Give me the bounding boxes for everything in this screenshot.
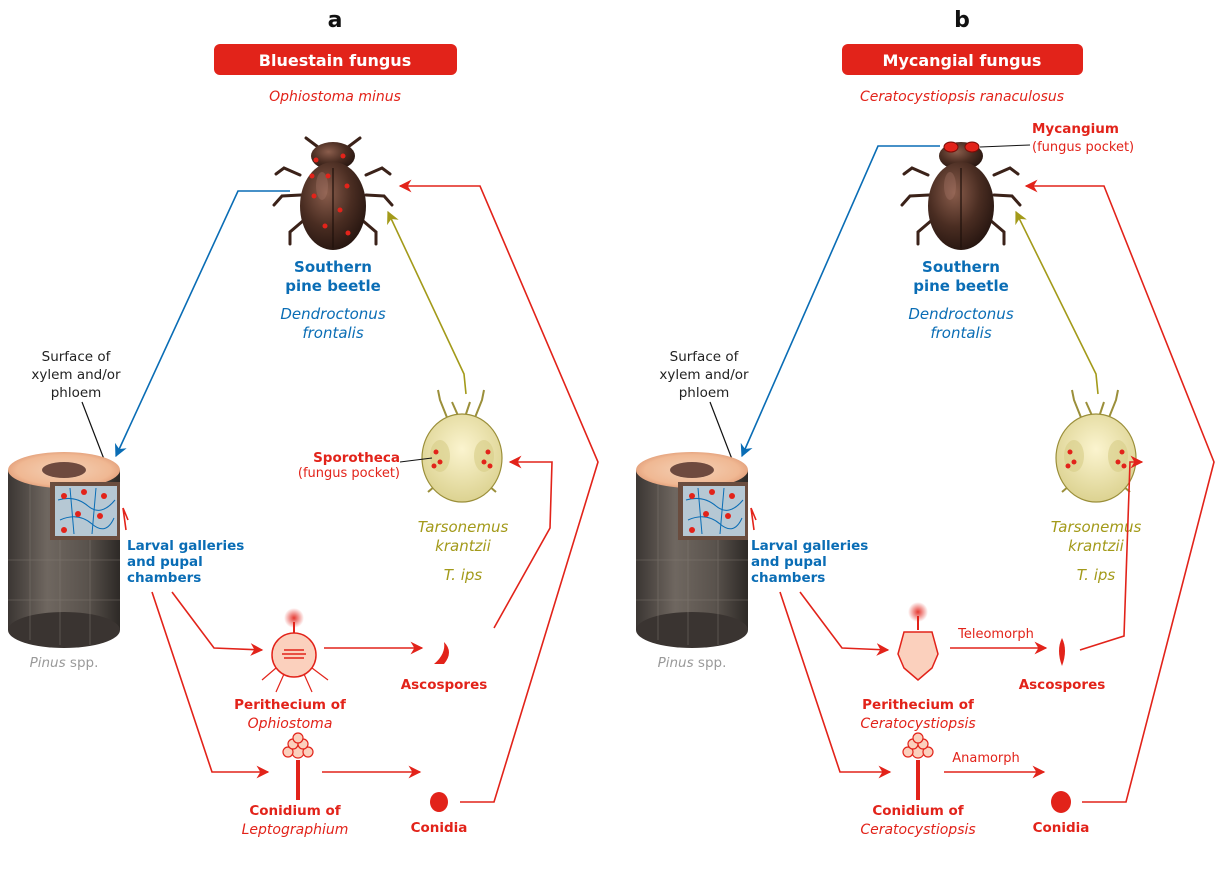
conidium-label-line2: Leptographium [242,822,349,838]
perithecium-label-line1: Perithecium of [862,697,974,713]
mite-illustration [422,390,502,502]
mite-name-line2: krantzii [1068,537,1124,555]
panel-letter: a [328,8,343,33]
mite-name-line2: krantzii [435,537,491,555]
anamorph-label: Anamorph [952,751,1020,766]
perithecium-label-line2: Ophiostoma [248,716,333,732]
mite-name-line1: Tarsonemus [418,518,509,536]
conidia-shape [1051,791,1071,813]
arrow-beetle-to-log [742,146,940,456]
beetle-scientific-line1: Dendroctonus [908,305,1013,323]
pinus-label: Pinus spp. [658,655,727,671]
galleries-label-line1: Larval galleries [127,538,244,554]
arrow-log-to-conidium [780,592,890,772]
conidium-label-line2: Ceratocystiopsis [860,822,975,838]
beetle-name-line1: Southern [294,258,372,276]
teleomorph-label: Teleomorph [957,627,1034,642]
beetle-scientific-line2: frontalis [302,324,364,342]
gallery-tick [751,508,756,530]
ascospore-shape [1059,638,1065,666]
arrow-ascospores-to-mite [494,462,552,628]
conidium-illustration [903,733,933,800]
conidia-label: Conidia [1033,820,1090,836]
beetle-illustration [274,138,392,250]
surface-label-line1: Surface of [670,349,740,365]
conidium-illustration [283,733,313,800]
conidia-shape [430,792,448,812]
pocket-leader-line [980,145,1030,147]
galleries-label-line2: and pupal [127,554,203,570]
conidia-label: Conidia [411,820,468,836]
pocket-label-name: Sporotheca [313,450,400,466]
panel-a: a Bluestain fungus Ophiostoma minus [8,8,598,838]
beetle-illustration [902,142,1020,250]
pinus-genus: Pinus [30,655,66,671]
fungus-species: Ophiostoma minus [269,89,401,105]
arrow-log-to-perithecium [800,592,888,650]
surface-label-line1: Surface of [42,349,112,365]
ascospores-label: Ascospores [1019,677,1106,693]
surface-label-line2: xylem and/or [31,367,121,383]
mite-illustration [1056,390,1136,502]
surface-label-line3: phloem [51,385,102,401]
galleries-label-line1: Larval galleries [751,538,868,554]
arrow-log-to-conidium [152,592,268,772]
perithecium-label-line2: Ceratocystiopsis [860,716,975,732]
gallery-tick [123,508,128,530]
fungus-species: Ceratocystiopsis ranaculosus [860,89,1064,105]
beetle-name-line2: pine beetle [285,277,381,295]
arrow-mite-to-beetle [1016,212,1098,394]
pocket-label-desc: (fungus pocket) [1032,140,1134,155]
surface-label-line3: phloem [679,385,730,401]
banner-title: Bluestain fungus [259,51,411,70]
perithecium-illustration [262,608,328,692]
conidium-label-line1: Conidium of [249,803,340,819]
pinus-suffix: spp. [694,655,727,671]
beetle-name-line1: Southern [922,258,1000,276]
ascospores-label: Ascospores [401,677,488,693]
arrow-log-to-perithecium [172,592,262,650]
arrow-conidia-to-beetle [400,186,598,802]
pine-log-illustration [8,452,120,648]
perithecium-label-line1: Perithecium of [234,697,346,713]
beetle-name-line2: pine beetle [913,277,1009,295]
conidium-label-line1: Conidium of [872,803,963,819]
banner-title: Mycangial fungus [883,51,1042,70]
perithecium-illustration [898,602,938,680]
beetle-scientific-line2: frontalis [930,324,992,342]
arrow-mite-to-beetle [388,212,466,394]
galleries-label-line3: chambers [127,570,201,586]
panel-b: b Mycangial fungus Ceratocystiopsis rana… [636,8,1214,838]
surface-label-line2: xylem and/or [659,367,749,383]
mite-name-line3: T. ips [1077,566,1116,584]
pocket-label-desc: (fungus pocket) [298,466,400,481]
pine-log-illustration [636,452,748,648]
galleries-label-line2: and pupal [751,554,827,570]
ascospore-shape [434,642,449,664]
arrow-beetle-to-log [116,191,290,456]
pinus-label: Pinus spp. [30,655,99,671]
pinus-suffix: spp. [66,655,99,671]
mite-name-line3: T. ips [444,566,483,584]
pinus-genus: Pinus [658,655,694,671]
galleries-label-line3: chambers [751,570,825,586]
beetle-scientific-line1: Dendroctonus [280,305,385,323]
pocket-label-name: Mycangium [1032,121,1119,137]
panel-letter: b [954,8,970,33]
